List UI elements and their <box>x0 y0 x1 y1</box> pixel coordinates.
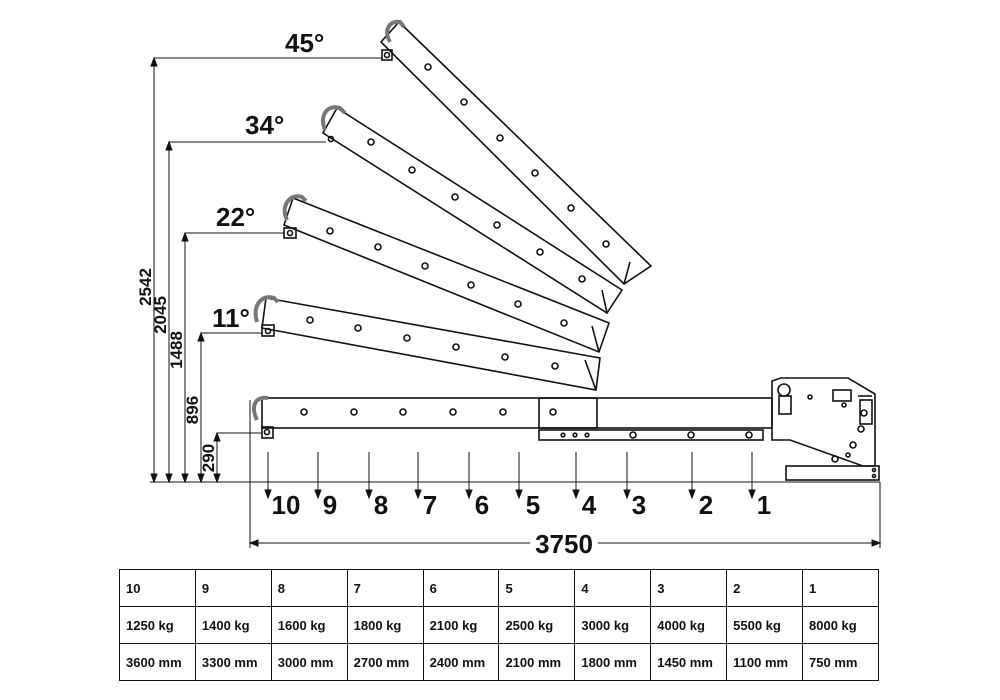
table-cell: 3000 kg <box>574 606 652 644</box>
position-label: 3 <box>632 490 646 520</box>
table-cell: 4000 kg <box>650 606 728 644</box>
table-cell: 4 <box>574 569 652 607</box>
position-label: 1 <box>757 490 771 520</box>
table-cell: 5500 kg <box>726 606 804 644</box>
lifting-hook-icon <box>320 105 347 131</box>
table-cell: 2 <box>726 569 804 607</box>
height-label-896: 896 <box>183 396 202 424</box>
table-cell: 5 <box>498 569 576 607</box>
angle-label-34: 34° <box>245 110 284 140</box>
table-row-loads: 1250 kg 1400 kg 1600 kg 1800 kg 2100 kg … <box>119 606 879 644</box>
lifting-hook-icon <box>385 19 406 44</box>
lifting-hook-icon <box>253 295 280 323</box>
boom-11 <box>253 295 601 391</box>
height-label-1488: 1488 <box>167 331 186 369</box>
crane-mast <box>771 377 880 481</box>
total-length-label: 3750 <box>535 529 593 559</box>
table-cell: 1800 mm <box>574 643 652 681</box>
angle-label-45: 45° <box>285 28 324 58</box>
position-arrows <box>264 452 756 500</box>
table-cell: 2100 mm <box>498 643 576 681</box>
boom-22 <box>282 194 611 354</box>
boom-horizontal <box>252 395 773 441</box>
table-cell: 1600 kg <box>270 606 348 644</box>
table-cell: 1100 mm <box>726 643 804 681</box>
table-cell: 2100 kg <box>422 606 500 644</box>
table-cell: 3300 mm <box>194 643 272 681</box>
table-cell: 1 <box>802 569 879 607</box>
table-cell: 9 <box>194 569 272 607</box>
table-cell: 8 <box>270 569 348 607</box>
height-label-2045: 2045 <box>151 296 170 334</box>
position-label: 8 <box>374 490 388 520</box>
height-label-2542: 2542 <box>136 268 155 306</box>
boom-34 <box>320 105 624 315</box>
table-cell: 3000 mm <box>270 643 348 681</box>
table-cell: 10 <box>119 569 196 607</box>
lifting-hook-icon <box>252 395 269 421</box>
table-cell: 2700 mm <box>346 643 424 681</box>
lifting-hook-icon <box>282 194 308 221</box>
table-row-positions: 10 9 8 7 6 5 4 3 2 1 <box>119 569 879 607</box>
position-label: 5 <box>526 490 540 520</box>
load-capacity-table: 10 9 8 7 6 5 4 3 2 1 1250 kg 1400 kg 160… <box>119 569 879 681</box>
position-label: 9 <box>323 490 337 520</box>
table-cell: 2400 mm <box>422 643 500 681</box>
table-cell: 750 mm <box>802 643 879 681</box>
position-label: 6 <box>475 490 489 520</box>
table-cell: 2500 kg <box>498 606 576 644</box>
table-cell: 1250 kg <box>119 606 196 644</box>
table-row-reaches: 3600 mm 3300 mm 3000 mm 2700 mm 2400 mm … <box>119 643 879 681</box>
table-cell: 7 <box>346 569 424 607</box>
position-labels: 10 9 8 7 6 5 4 3 2 1 <box>272 490 772 520</box>
position-label: 7 <box>423 490 437 520</box>
angle-label-11: 11° <box>212 303 250 333</box>
table-cell: 1800 kg <box>346 606 424 644</box>
angle-label-22: 22° <box>216 202 255 232</box>
position-label: 2 <box>699 490 713 520</box>
table-cell: 3 <box>650 569 728 607</box>
table-cell: 1450 mm <box>650 643 728 681</box>
position-label: 10 <box>272 490 301 520</box>
table-cell: 6 <box>422 569 500 607</box>
height-label-290: 290 <box>199 444 218 472</box>
table-cell: 3600 mm <box>119 643 196 681</box>
position-label: 4 <box>582 490 597 520</box>
boom-45 <box>379 19 653 286</box>
table-cell: 1400 kg <box>194 606 272 644</box>
table-cell: 8000 kg <box>802 606 879 644</box>
